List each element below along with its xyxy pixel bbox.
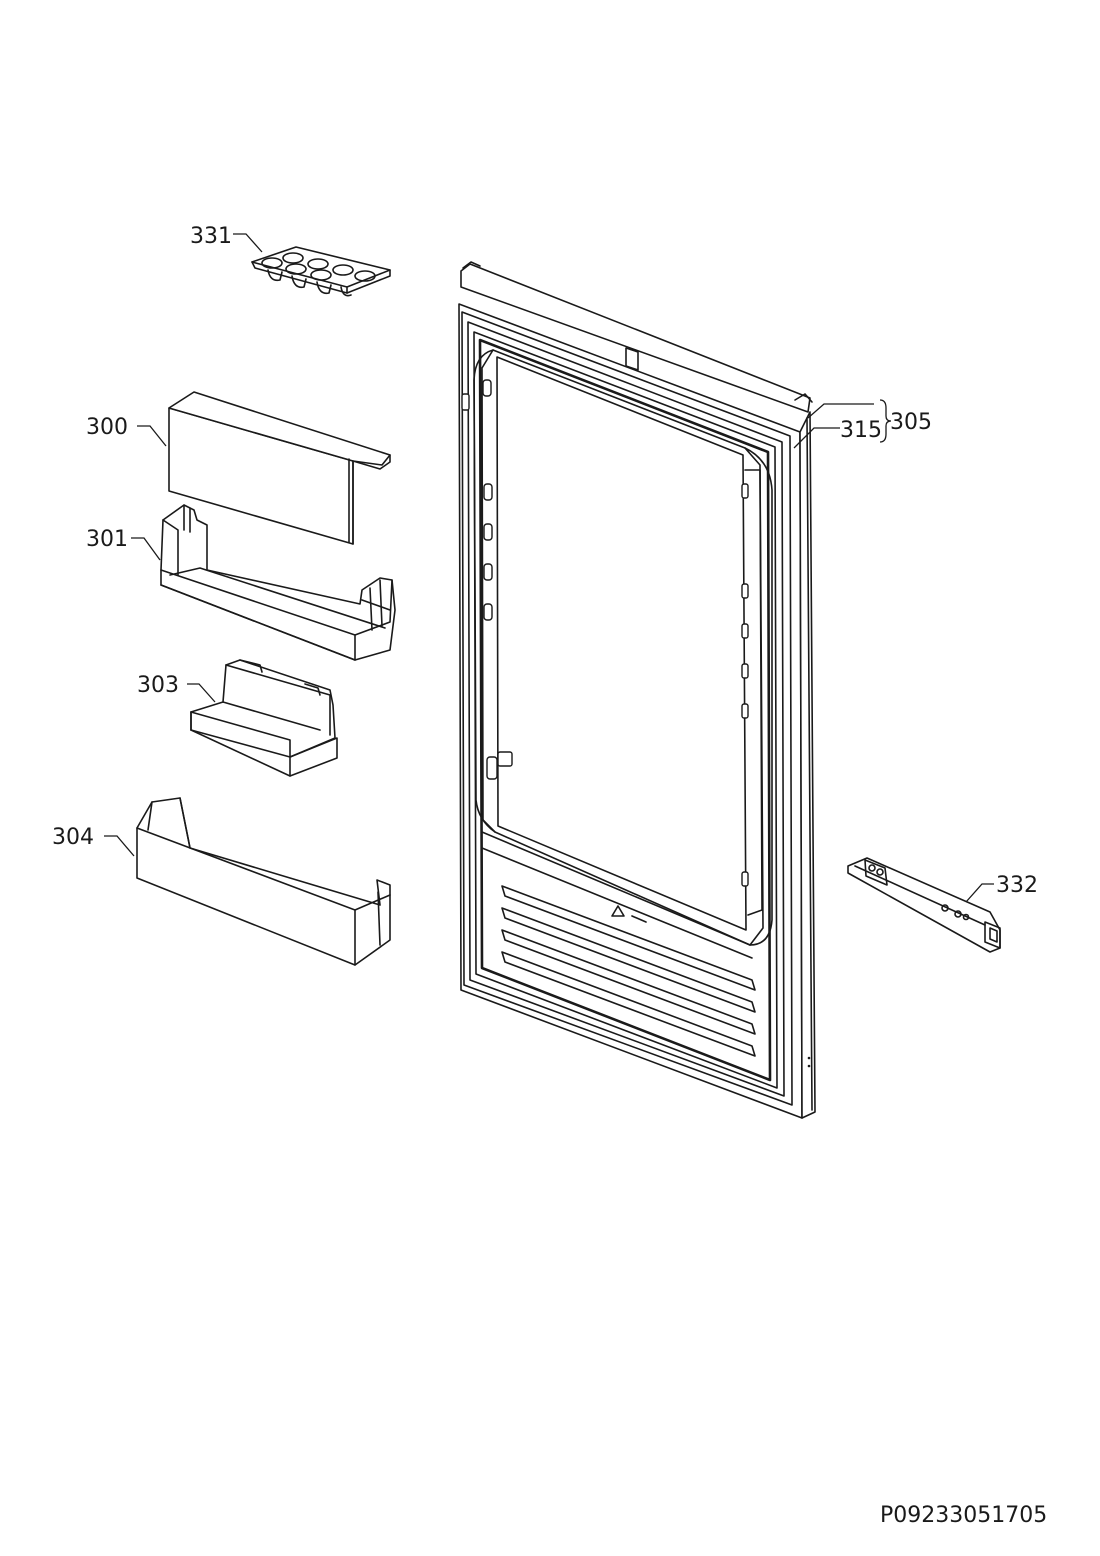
callout-304: 304 <box>52 825 94 850</box>
callout-332: 332 <box>996 873 1038 898</box>
document-number: P09233051705 <box>880 1503 1047 1528</box>
part-301-door-shelf <box>160 504 396 661</box>
part-303-small-bin <box>190 659 338 777</box>
callout-331: 331 <box>190 224 232 249</box>
part-331-egg-tray <box>251 246 391 297</box>
part-300-shelf-lid <box>168 391 391 545</box>
callout-305: 305 <box>890 410 932 435</box>
part-304-large-bin <box>136 797 391 966</box>
part-332-hinge-bracket <box>847 857 1001 953</box>
callout-300: 300 <box>86 415 128 440</box>
callout-301: 301 <box>86 527 128 552</box>
callout-303: 303 <box>137 673 179 698</box>
part-305-door-assembly <box>458 261 816 1119</box>
callout-315: 315 <box>840 418 882 443</box>
leader-lines <box>104 233 994 903</box>
